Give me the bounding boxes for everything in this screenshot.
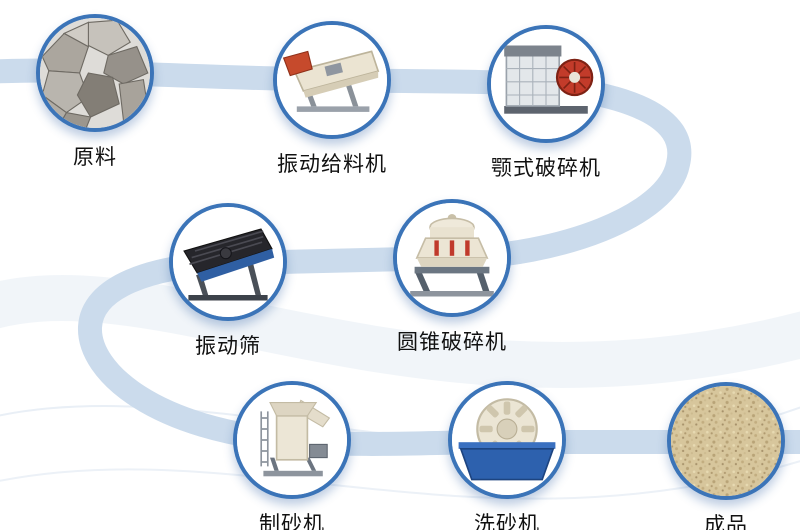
sand-washer-icon <box>452 385 562 495</box>
rocks-icon <box>40 18 150 128</box>
vibrating-feeder-photo <box>273 21 391 139</box>
node-label: 振动给料机 <box>277 152 387 176</box>
jaw-crusher-icon <box>491 29 601 139</box>
cone-crusher-icon <box>397 203 507 313</box>
node-vibrating-screen: 振动筛 <box>169 203 287 358</box>
node-sand-maker: 制砂机 <box>233 381 351 530</box>
sand-maker-icon <box>237 385 347 495</box>
node-label: 成品 <box>704 513 748 530</box>
background-sweep-band <box>0 275 800 388</box>
sand-icon <box>671 386 781 496</box>
raw-material-photo <box>36 14 154 132</box>
vibrating-screen-photo <box>169 203 287 321</box>
node-cone-crusher: 圆锥破碎机 <box>393 199 511 354</box>
vibrating-screen-icon <box>173 207 283 317</box>
node-sand-washer: 洗砂机 <box>448 381 566 530</box>
node-finished-product: 成品 <box>667 382 785 530</box>
node-label: 圆锥破碎机 <box>397 330 507 354</box>
node-jaw-crusher: 颚式破碎机 <box>487 25 605 180</box>
vibrating-feeder-icon <box>277 25 387 135</box>
node-label: 洗砂机 <box>474 512 540 530</box>
cone-crusher-photo <box>393 199 511 317</box>
node-label: 原料 <box>73 145 117 169</box>
node-vibrating-feeder: 振动给料机 <box>273 21 391 176</box>
node-label: 颚式破碎机 <box>491 156 601 180</box>
sand-washer-photo <box>448 381 566 499</box>
node-raw-material: 原料 <box>36 14 154 169</box>
sand-maker-photo <box>233 381 351 499</box>
node-label: 振动筛 <box>195 334 261 358</box>
finished-product-photo <box>667 382 785 500</box>
background-curve-line-2 <box>0 460 800 500</box>
jaw-crusher-photo <box>487 25 605 143</box>
node-label: 制砂机 <box>259 512 325 530</box>
